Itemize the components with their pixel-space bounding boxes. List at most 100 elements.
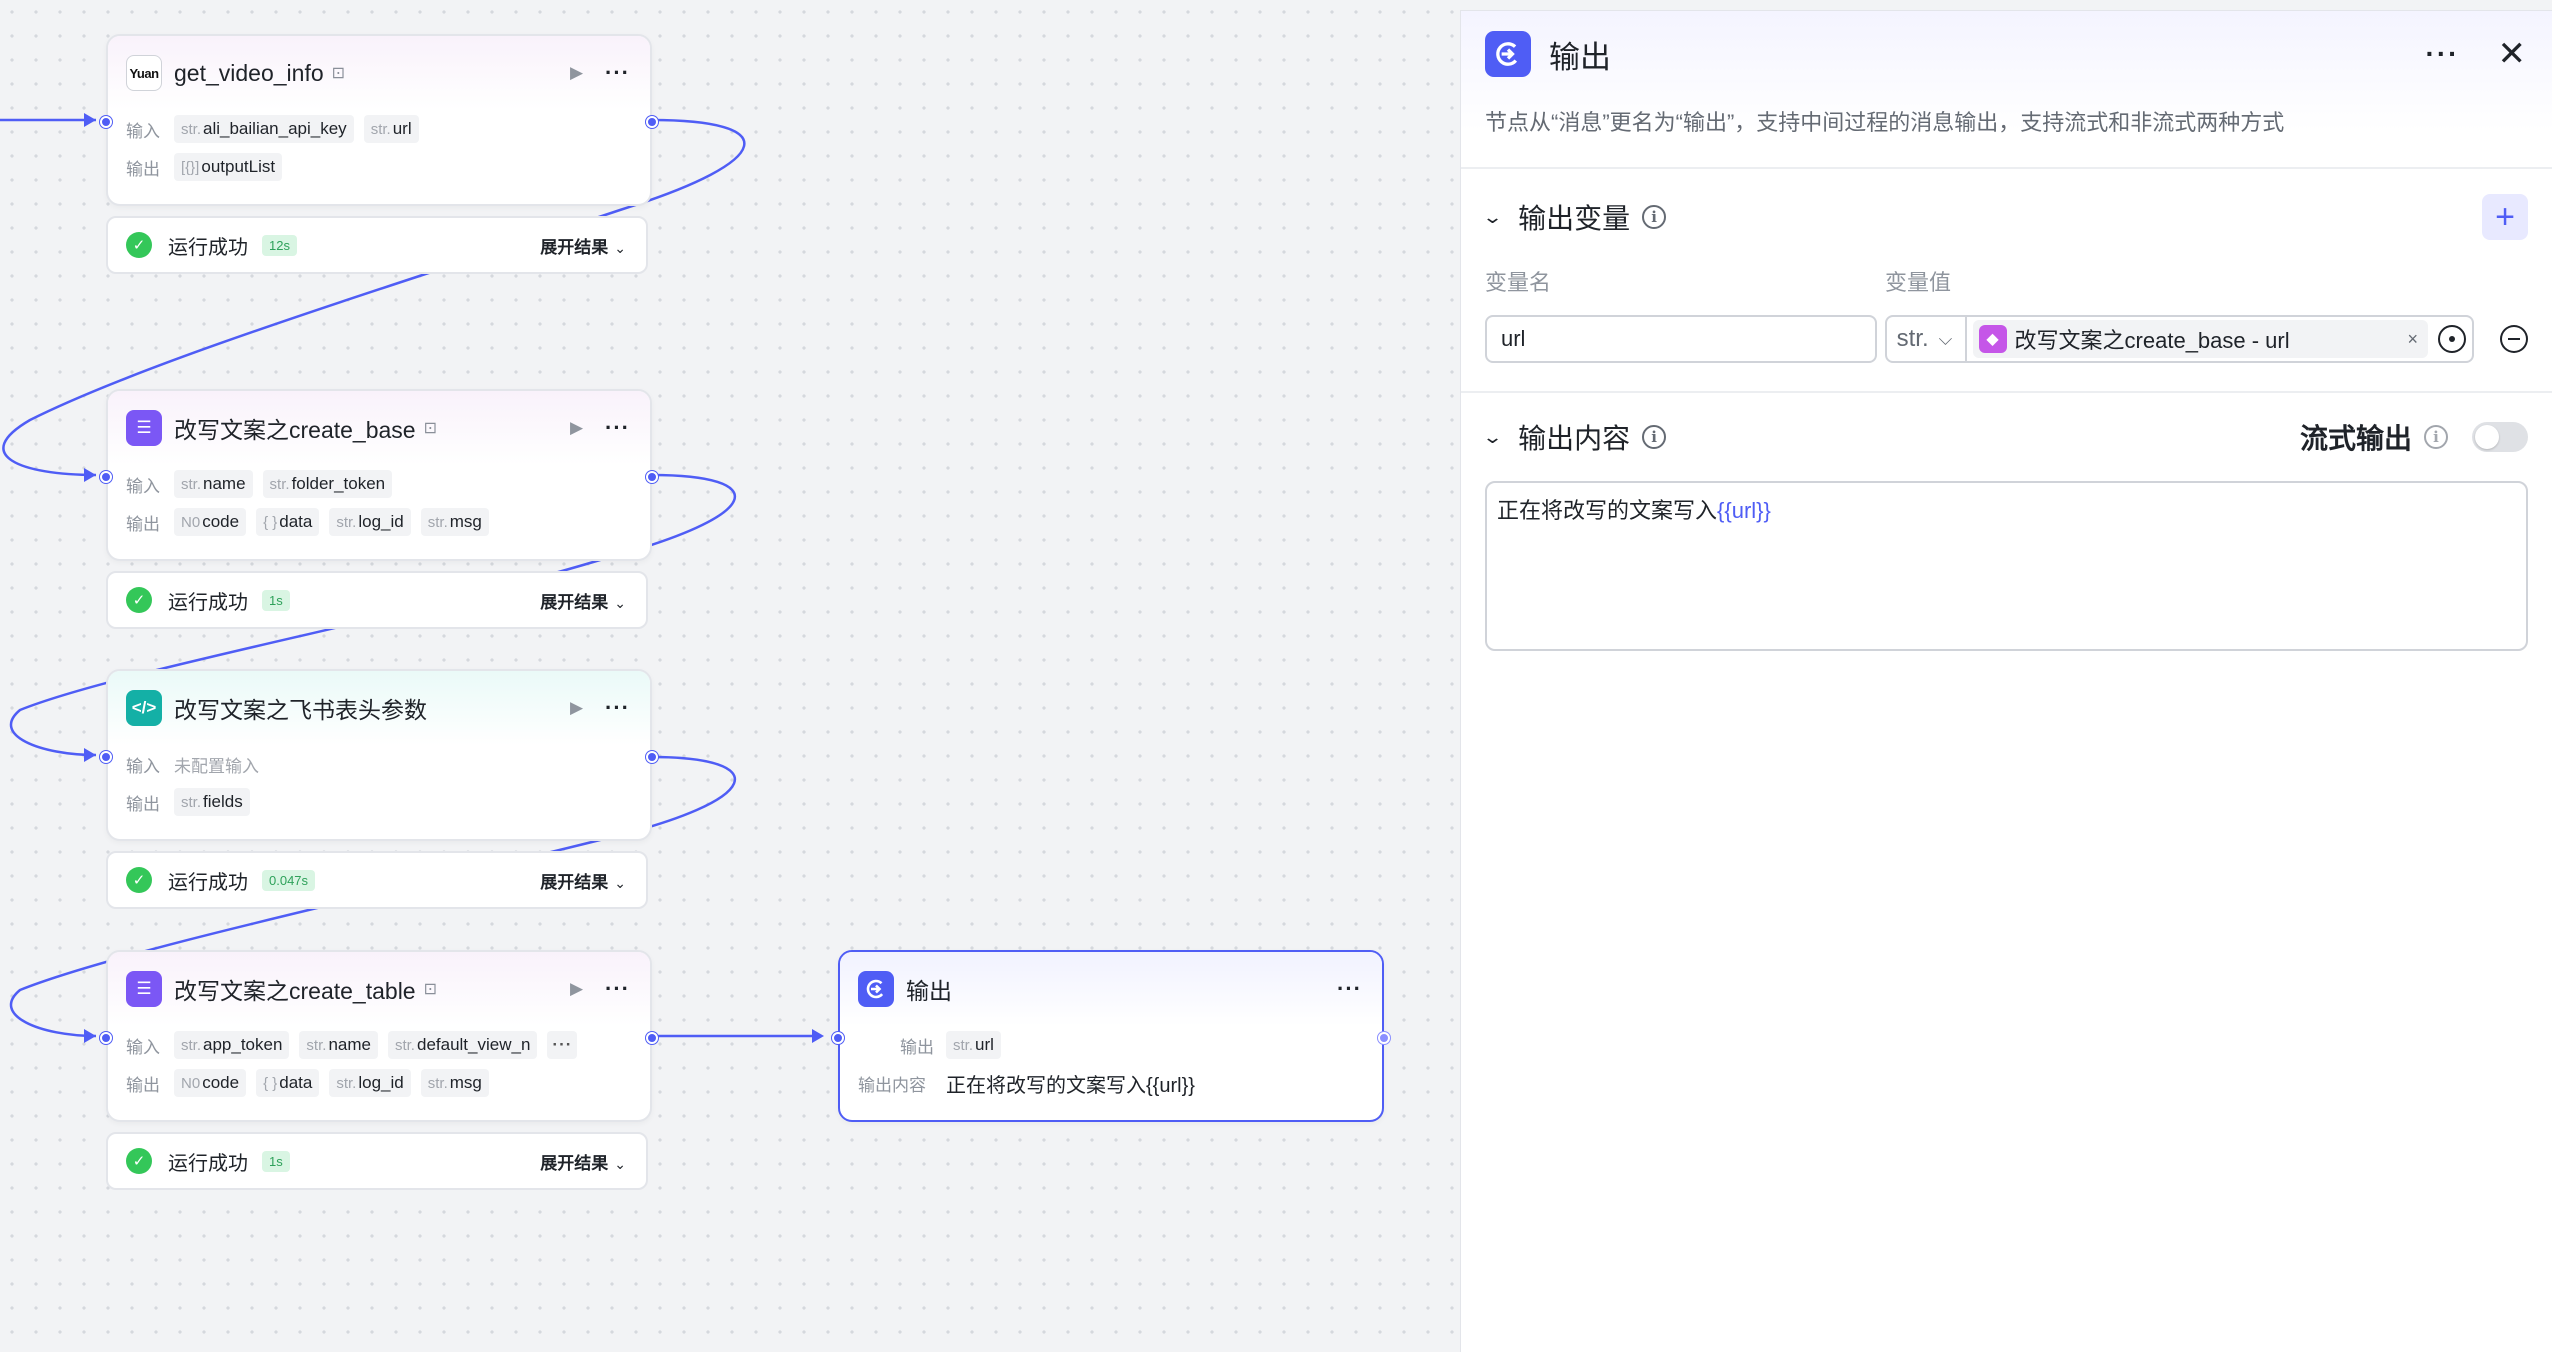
output-port[interactable] [646, 1032, 658, 1044]
no-input-text: 未配置输入 [174, 756, 259, 776]
panel-title[interactable]: 输出 [1549, 39, 1611, 75]
output-content-editor[interactable]: 正在将改写的文案写入{{url}} [1485, 481, 2528, 651]
variable-reference-field[interactable]: ◆ 改写文案之create_base - url × [1966, 315, 2475, 363]
chevron-down-icon[interactable]: ⌄ [1481, 426, 1504, 447]
success-check-icon: ✓ [126, 1148, 152, 1174]
expand-result-button[interactable]: 展开结果⌄ [540, 1153, 626, 1173]
plugin-icon: ⊡ [423, 981, 437, 998]
run-icon[interactable]: ▶ [569, 979, 584, 998]
wire-arrow-node1 [84, 113, 96, 127]
run-time-badge: 1s [262, 589, 290, 611]
param-chip: str.name [174, 470, 253, 498]
output-port[interactable] [646, 116, 658, 128]
yuan-logo-icon: Yuan [126, 55, 162, 91]
success-check-icon: ✓ [126, 867, 152, 893]
output-port[interactable] [1378, 1032, 1390, 1044]
reference-tag[interactable]: ◆ 改写文案之create_base - url × [1972, 320, 2429, 358]
code-icon: </> [126, 690, 162, 726]
node-header: ☰ 改写文案之create_table ⊡ ▶ ··· [108, 952, 650, 1026]
info-icon[interactable]: i [2424, 425, 2448, 449]
section-title: 输出内容 [1518, 423, 1631, 454]
expand-result-button[interactable]: 展开结果⌄ [540, 237, 626, 257]
var-column-headers: 变量名 变量值 [1485, 270, 1952, 295]
more-params-icon[interactable]: ··· [547, 1031, 578, 1059]
node-header: 输出 ··· [840, 952, 1382, 1026]
param-chip: str.fields [174, 788, 250, 816]
param-chip: str.msg [420, 508, 489, 536]
add-variable-button[interactable]: + [2482, 194, 2528, 240]
run-status: 运行成功 [168, 236, 248, 259]
run-result-bar: ✓ 运行成功 12s 展开结果⌄ [106, 216, 648, 274]
run-icon[interactable]: ▶ [569, 418, 584, 437]
chevron-down-icon: ⌄ [614, 594, 626, 611]
clear-icon[interactable]: × [2407, 328, 2419, 349]
run-status: 运行成功 [168, 1152, 248, 1175]
node-settings-panel: 输出 ··· ✕ 节点从“消息”更名为“输出”，支持中间过程的消息输出，支持流式… [1460, 10, 2552, 1352]
chevron-down-icon[interactable]: ⌄ [1481, 206, 1504, 227]
run-result-bar: ✓ 运行成功 0.047s 展开结果⌄ [106, 851, 648, 909]
run-icon[interactable]: ▶ [569, 698, 584, 717]
output-port[interactable] [646, 751, 658, 763]
param-chip: str.log_id [329, 508, 411, 536]
wire-arrow-output [812, 1029, 824, 1043]
success-check-icon: ✓ [126, 232, 152, 258]
remove-variable-icon[interactable] [2500, 325, 2528, 353]
wire-arrow-node3 [84, 748, 96, 762]
output-vars-section: ⌄ 输出变量 i + 变量名 变量值 url str.⌵ ◆ 改写文案之crea… [1461, 169, 2552, 365]
plugin-icon: ⊡ [423, 420, 437, 437]
run-status: 运行成功 [168, 871, 248, 894]
workflow-canvas[interactable]: Yuan get_video_info ⊡ ▶ ··· 输入 str.ali_b… [0, 0, 1460, 1352]
more-icon[interactable]: ··· [1337, 976, 1362, 1001]
run-result-bar: ✓ 运行成功 1s 展开结果⌄ [106, 1132, 648, 1190]
node-title: get_video_info [174, 59, 324, 86]
param-chip: str.url [363, 115, 419, 143]
expand-result-button[interactable]: 展开结果⌄ [540, 592, 626, 612]
output-content-text: 正在将改写的文案写入{{url}} [946, 1074, 1195, 1097]
node-output-row: 输出 str.url [858, 1026, 1364, 1064]
param-chip: { }data [256, 508, 320, 536]
node-input-row: 输入 str.ali_bailian_api_key str.url [126, 110, 632, 148]
node-title: 改写文案之create_table [174, 978, 416, 1004]
more-icon[interactable]: ··· [605, 415, 630, 440]
info-icon[interactable]: i [1642, 205, 1667, 229]
target-icon[interactable] [2438, 325, 2467, 353]
node-input-row: 输入 str.name str.folder_token [126, 465, 632, 503]
expand-result-button[interactable]: 展开结果⌄ [540, 872, 626, 892]
node-output[interactable]: 输出 ··· 输出 str.url 输出内容 正在将改写的文案写入{{url}} [832, 950, 1390, 1122]
bitable-icon: ☰ [126, 971, 162, 1007]
node-get-video-info[interactable]: Yuan get_video_info ⊡ ▶ ··· 输入 str.ali_b… [100, 34, 658, 206]
node-create-table[interactable]: ☰ 改写文案之create_table ⊡ ▶ ··· 输入 str.app_t… [100, 950, 658, 1122]
node-header: ☰ 改写文案之create_base ⊡ ▶ ··· [108, 391, 650, 465]
more-icon[interactable]: ··· [605, 60, 630, 85]
param-chip: str.log_id [329, 1069, 411, 1097]
node-input-row: 输入 str.app_token str.name str.default_vi… [126, 1026, 632, 1064]
input-port[interactable] [100, 471, 112, 483]
close-icon[interactable]: ✕ [2497, 35, 2527, 73]
node-content-row: 输出内容 正在将改写的文案写入{{url}} [858, 1064, 1364, 1102]
input-port[interactable] [100, 1032, 112, 1044]
node-create-base[interactable]: ☰ 改写文案之create_base ⊡ ▶ ··· 输入 str.name s… [100, 389, 658, 561]
more-icon[interactable]: ··· [605, 976, 630, 1001]
node-feishu-headers[interactable]: </> 改写文案之飞书表头参数 ▶ ··· 输入 未配置输入 输出 str.fi… [100, 669, 658, 841]
more-icon[interactable]: ··· [605, 695, 630, 720]
section-divider [1461, 391, 2552, 393]
variable-name-input[interactable]: url [1485, 315, 1877, 363]
plugin-icon: ⊡ [331, 65, 346, 82]
input-port[interactable] [832, 1032, 844, 1044]
variable-type-select[interactable]: str.⌵ [1884, 315, 1967, 363]
node-header: </> 改写文案之飞书表头参数 ▶ ··· [108, 671, 650, 745]
param-chip: { }data [256, 1069, 320, 1097]
input-port[interactable] [100, 116, 112, 128]
param-chip: str.folder_token [262, 470, 393, 498]
more-icon[interactable]: ··· [2425, 38, 2460, 69]
info-icon[interactable]: i [1642, 425, 1667, 449]
stream-output-toggle[interactable] [2472, 422, 2528, 452]
variable-row: url str.⌵ ◆ 改写文案之create_base - url × [1485, 313, 2528, 365]
param-chip: str.url [946, 1031, 1001, 1059]
input-port[interactable] [100, 751, 112, 763]
node-header: Yuan get_video_info ⊡ ▶ ··· [108, 36, 650, 110]
output-port[interactable] [646, 471, 658, 483]
run-icon[interactable]: ▶ [569, 63, 584, 82]
